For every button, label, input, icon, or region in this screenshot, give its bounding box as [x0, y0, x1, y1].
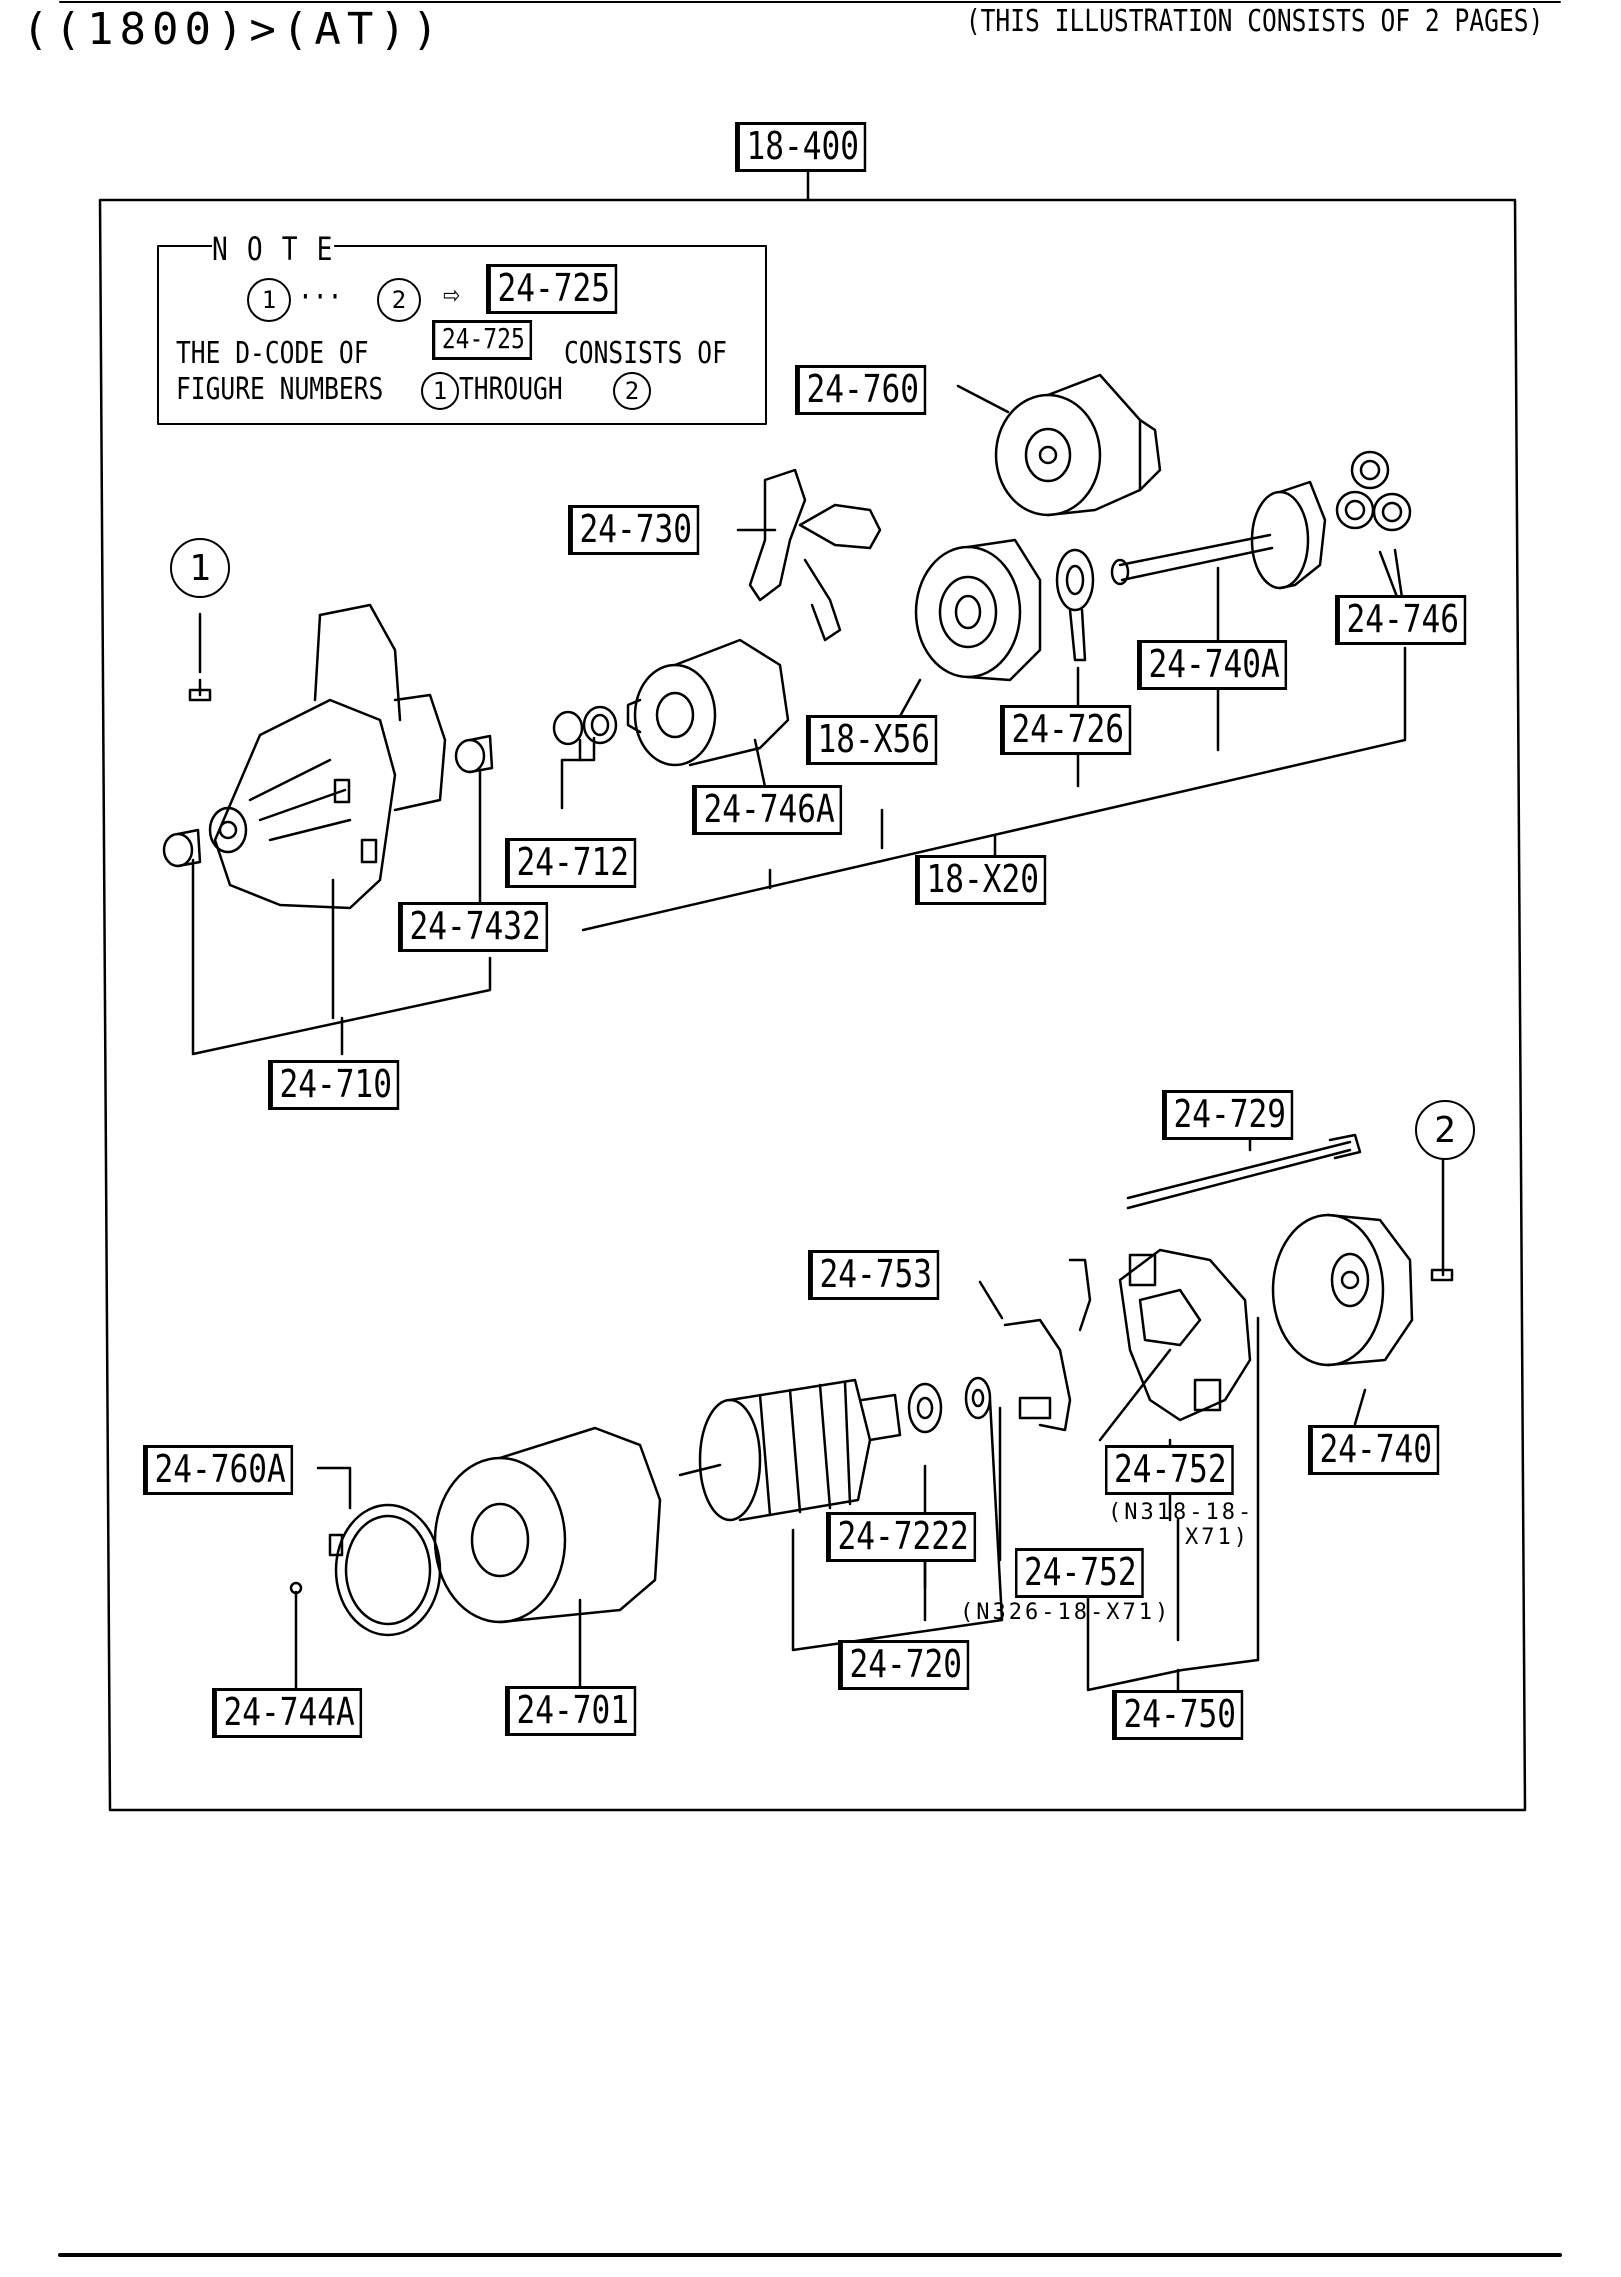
figure-marker-1: 1	[170, 538, 230, 598]
note-ellipsis: ···	[298, 280, 343, 315]
shaft-gear-assembly	[1110, 480, 1327, 590]
note-line2-prefix: FIGURE NUMBERS	[176, 372, 384, 407]
yoke	[433, 1426, 662, 1624]
figure-marker-2: 2	[1415, 1100, 1475, 1160]
note-arrow-icon: ⇨	[443, 274, 460, 314]
note-figure-marker-2: 2	[377, 278, 421, 322]
callout-24-720: 24-720	[838, 1640, 970, 1690]
note-figure-marker-1: 1	[247, 278, 291, 322]
note-line2-mid: THROUGH	[459, 372, 563, 407]
callout-24-729: 24-729	[1162, 1090, 1294, 1140]
note-dcode-label: 24-725	[486, 264, 618, 314]
callout-24-752-lower-note: (N326-18-X71)	[960, 1600, 1172, 1625]
callout-24-760A: 24-760A	[143, 1445, 294, 1495]
note-line1-suffix: CONSISTS OF	[564, 336, 727, 371]
through-bolt	[1126, 1133, 1362, 1210]
solenoid-switch	[994, 373, 1162, 517]
callout-24-710: 24-710	[268, 1060, 400, 1110]
armature	[678, 1378, 902, 1522]
bushing-right	[454, 734, 494, 774]
note-line2-marker-2: 2	[613, 372, 651, 410]
assembly-code-label: 18-400	[735, 122, 867, 172]
callout-24-746A: 24-746A	[692, 785, 843, 835]
drive-lever	[748, 468, 882, 642]
callout-24-740: 24-740	[1308, 1425, 1440, 1475]
callout-24-712: 24-712	[505, 838, 637, 888]
callout-24-760: 24-760	[795, 365, 927, 415]
stop-ring	[552, 705, 618, 746]
note-box	[157, 245, 767, 425]
callout-24-752-upper-note-2: X71)	[1185, 1525, 1250, 1550]
callout-24-750: 24-750	[1112, 1690, 1244, 1740]
small-ball	[289, 1581, 303, 1595]
bushing-left	[162, 828, 202, 868]
callout-24-746: 24-746	[1335, 595, 1467, 645]
callout-18-X20: 18-X20	[915, 855, 1047, 905]
screw-1	[188, 678, 212, 702]
note-line1-code: 24-725	[432, 320, 533, 360]
leader	[956, 384, 1010, 414]
callout-24-7222: 24-7222	[826, 1512, 977, 1562]
frame	[98, 198, 1527, 1812]
callout-24-740A: 24-740A	[1137, 640, 1288, 690]
note-heading: N O T E	[212, 230, 335, 268]
callout-24-726: 24-726	[1000, 705, 1132, 755]
callout-24-7432: 24-7432	[398, 902, 549, 952]
callout-24-744A: 24-744A	[212, 1688, 363, 1738]
callout-24-752-upper-note: (N318-18-	[1108, 1500, 1255, 1525]
front-cover	[208, 603, 447, 910]
retainer-ring	[328, 1503, 442, 1637]
note-line1-prefix: THE D-CODE OF	[176, 336, 369, 371]
washer-726	[1055, 548, 1095, 662]
page-header-title: ((1800)>(AT))	[22, 4, 445, 55]
callout-24-752-upper: 24-752	[1105, 1445, 1234, 1495]
brush-lead-753	[1003, 1258, 1092, 1432]
note-line2-marker-1: 1	[421, 372, 459, 410]
callout-24-752-lower: 24-752	[1015, 1548, 1144, 1598]
brush-holder	[1118, 1248, 1252, 1422]
callout-24-753: 24-753	[808, 1250, 940, 1300]
callout-24-701: 24-701	[505, 1686, 637, 1736]
callout-24-730: 24-730	[568, 505, 700, 555]
screw-2	[1430, 1268, 1454, 1282]
overrunning-clutch	[626, 638, 790, 767]
rear-cover	[1271, 1213, 1414, 1367]
internal-gear-housing	[914, 538, 1042, 682]
pinion-gears	[1335, 450, 1412, 532]
washer-and-bearing	[907, 1376, 992, 1434]
callout-18-X56: 18-X56	[806, 715, 938, 765]
pages-note: (THIS ILLUSTRATION CONSISTS OF 2 PAGES)	[965, 4, 1543, 39]
